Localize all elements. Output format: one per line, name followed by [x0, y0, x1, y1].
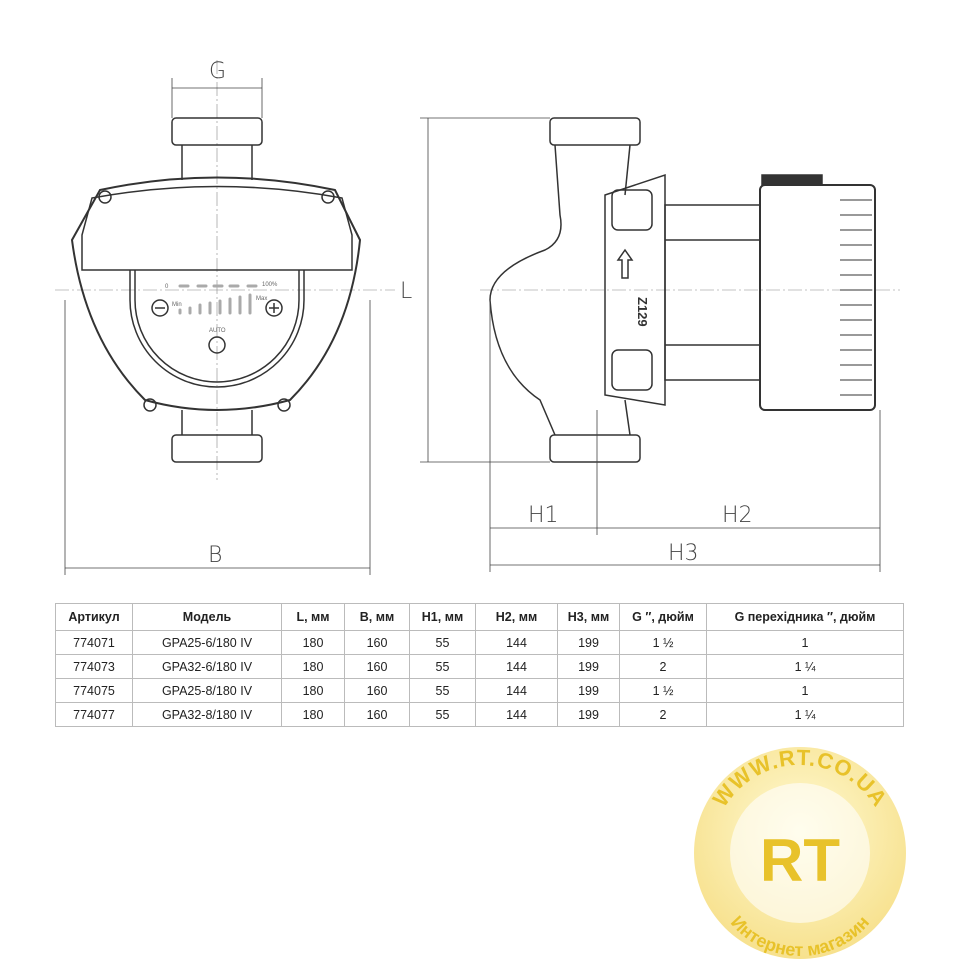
cell: 144 — [475, 654, 558, 679]
cell: 2 — [619, 702, 707, 727]
cell: GPA25-8/180 IV — [132, 678, 282, 703]
header-h1: H1, мм — [409, 603, 476, 631]
body-marking: Z129 — [635, 297, 650, 327]
dim-h3-label: H3 — [668, 541, 699, 566]
cell: 55 — [409, 678, 476, 703]
panel-zero-label: 0 — [165, 284, 169, 290]
cell: 199 — [557, 678, 620, 703]
dim-b-label: B — [208, 543, 222, 568]
watermark-subtitle: Интернет магазин — [727, 912, 873, 960]
cell: 774075 — [55, 678, 133, 703]
cell: 1 ½ — [619, 678, 707, 703]
watermark-url: WWW.RT.CO.UA — [708, 745, 893, 811]
header-g: G ″, дюйм — [619, 603, 707, 631]
dim-l-label: L — [400, 279, 412, 304]
cell: 55 — [409, 630, 476, 655]
cell: 144 — [475, 630, 558, 655]
cell: 2 — [619, 654, 707, 679]
cell: 180 — [281, 678, 345, 703]
cell: 774077 — [55, 702, 133, 727]
header-l: L, мм — [281, 603, 345, 631]
cell: 1 — [706, 630, 904, 655]
dim-h2-label: H2 — [722, 503, 753, 528]
header-g-adapter: G перехідника ″, дюйм — [706, 603, 904, 631]
cell: 180 — [281, 702, 345, 727]
panel-min-label: Min — [172, 302, 182, 308]
panel-100-label: 100% — [262, 282, 278, 288]
cell: 160 — [344, 702, 410, 727]
cell: 1 — [706, 678, 904, 703]
cell: 199 — [557, 654, 620, 679]
cell: GPA32-6/180 IV — [132, 654, 282, 679]
header-article: Артикул — [55, 603, 133, 631]
header-b: B, мм — [344, 603, 410, 631]
header-model: Модель — [132, 603, 282, 631]
cell: 144 — [475, 678, 558, 703]
header-h3: H3, мм — [557, 603, 620, 631]
rt-watermark: WWW.RT.CO.UA RT Интернет магазин — [694, 745, 906, 960]
cell: 160 — [344, 678, 410, 703]
cell: 160 — [344, 654, 410, 679]
dim-h1-label: H1 — [528, 503, 559, 528]
cell: 55 — [409, 702, 476, 727]
cell: 774073 — [55, 654, 133, 679]
cell: 199 — [557, 630, 620, 655]
front-view — [55, 60, 395, 480]
cell: 160 — [344, 630, 410, 655]
cell: 774071 — [55, 630, 133, 655]
panel-auto-label: AUTO — [209, 328, 226, 334]
cell: 1 ½ — [619, 630, 707, 655]
dim-g-label: G — [209, 59, 226, 84]
header-h2: H2, мм — [475, 603, 558, 631]
cell: 180 — [281, 654, 345, 679]
cell: 1 ¼ — [706, 654, 904, 679]
pump-technical-drawing: 0 100% Min Max AUTO G B Z129 — [55, 59, 900, 575]
panel-max-label: Max — [256, 296, 267, 302]
cell: 55 — [409, 654, 476, 679]
cell: 180 — [281, 630, 345, 655]
side-dimensions — [420, 117, 881, 572]
side-view — [480, 117, 900, 463]
cell: 144 — [475, 702, 558, 727]
cell: 1 ¼ — [706, 702, 904, 727]
front-dimensions — [64, 78, 371, 575]
specs-table: Артикул Модель L, мм B, мм H1, мм H2, мм… — [55, 603, 904, 727]
cell: GPA32-8/180 IV — [132, 702, 282, 727]
cell: 199 — [557, 702, 620, 727]
watermark-logo: RT — [760, 827, 840, 894]
cell: GPA25-6/180 IV — [132, 630, 282, 655]
table-header-row: Артикул Модель L, мм B, мм H1, мм H2, мм… — [55, 603, 904, 631]
